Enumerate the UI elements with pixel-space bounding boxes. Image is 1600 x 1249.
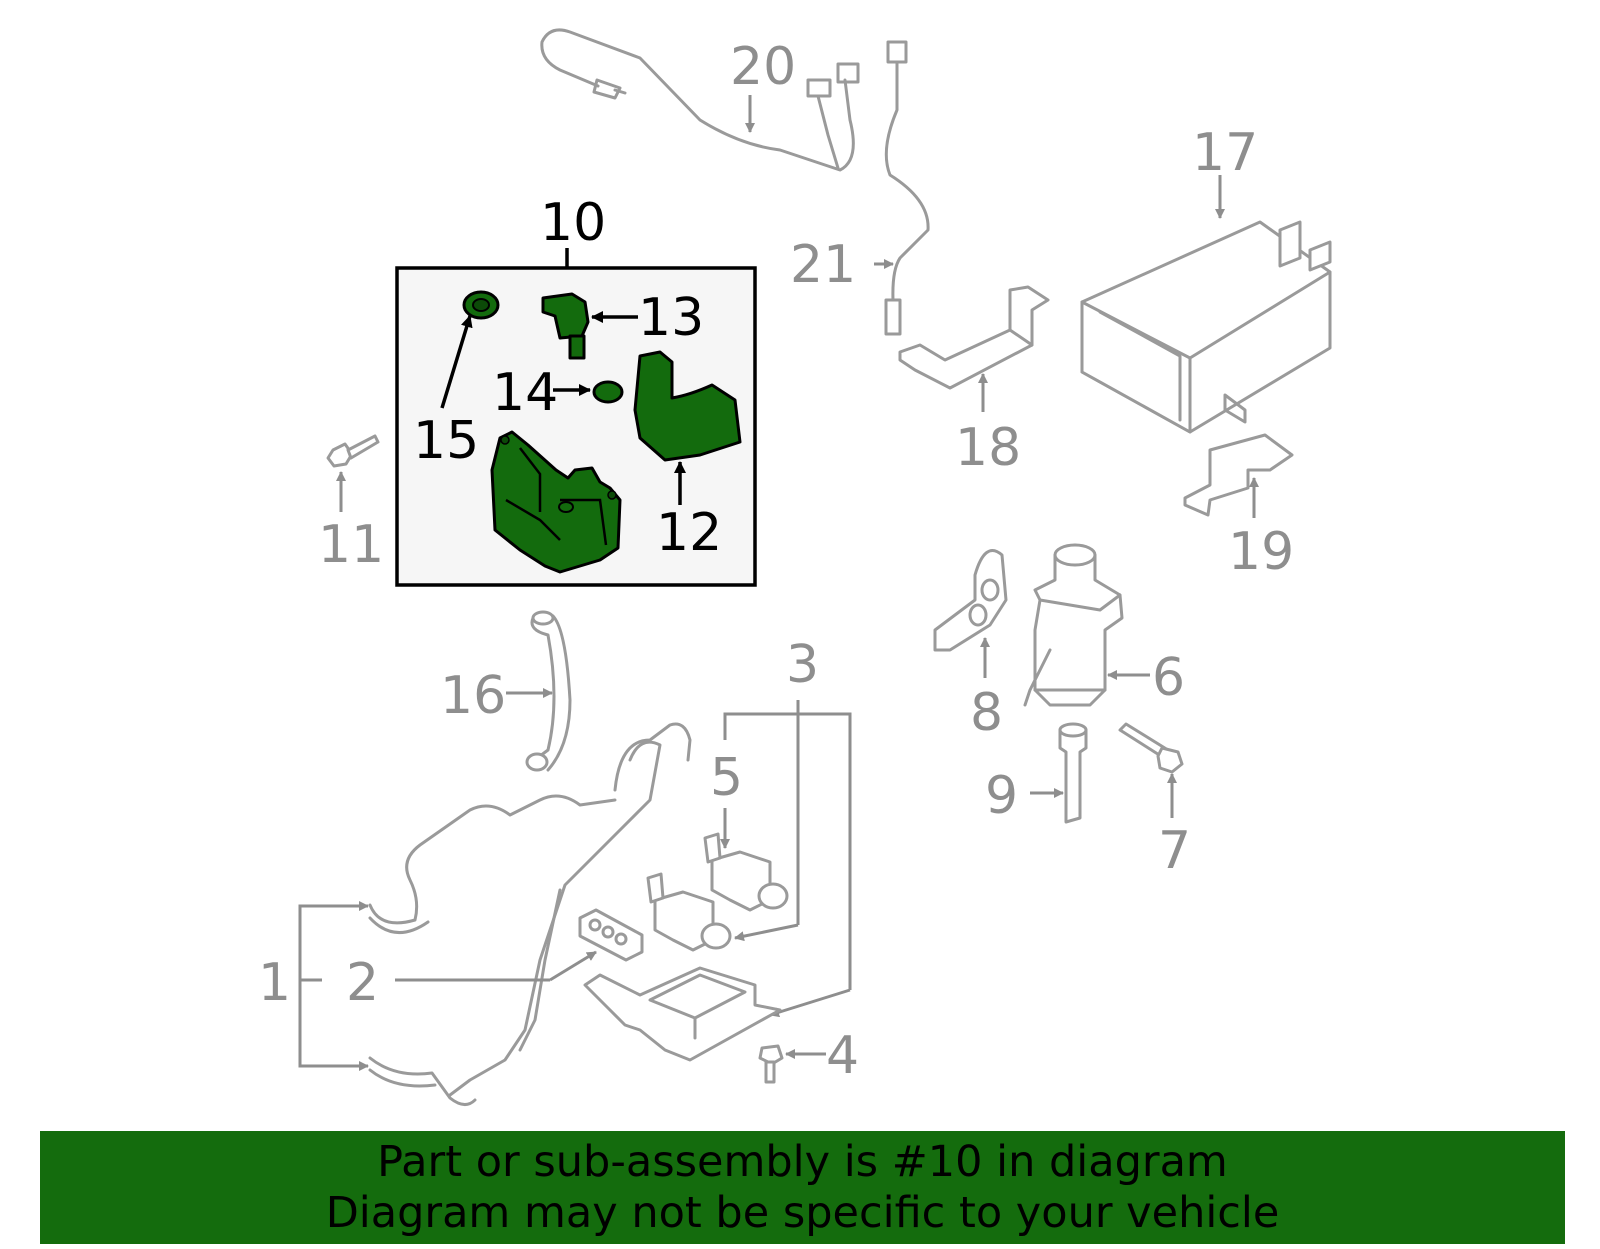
callout-14: 14 — [492, 363, 558, 423]
part-9-pipe — [1058, 722, 1088, 824]
part-20-wire-harness — [540, 28, 860, 172]
notice-banner: Part or sub-assembly is #10 in diagram D… — [40, 1131, 1565, 1244]
part-21-sensor-wire — [884, 40, 930, 336]
part-7-bolt — [1118, 722, 1184, 774]
callout-5: 5 — [710, 748, 743, 808]
callout-9: 9 — [985, 766, 1018, 826]
part-19-bracket — [1183, 433, 1294, 517]
part-3-bracket — [583, 966, 782, 1062]
part-1-hoses — [368, 722, 692, 1106]
leader-3-bracket — [723, 712, 852, 990]
callout-6: 6 — [1152, 648, 1185, 708]
leader-3b — [769, 988, 851, 1018]
part-5-solenoid — [703, 832, 789, 912]
part-16-hose — [525, 610, 572, 772]
part-17-canister — [1080, 220, 1332, 434]
part-2-connector — [578, 908, 644, 962]
callout-12: 12 — [656, 503, 722, 563]
part-3-solenoid — [646, 872, 732, 952]
callout-8: 8 — [970, 683, 1003, 743]
callout-21: 21 — [790, 235, 856, 295]
callout-3: 3 — [786, 635, 819, 695]
callout-19: 19 — [1228, 522, 1294, 582]
leader-2b — [549, 950, 597, 982]
part-10-housing[interactable] — [490, 430, 622, 574]
part-4-bolt — [758, 1044, 784, 1084]
callout-15: 15 — [413, 411, 479, 471]
leader-3a — [734, 923, 799, 942]
part-8-gasket — [933, 549, 1008, 652]
part-11-bolt — [326, 434, 380, 468]
callout-4: 4 — [826, 1026, 859, 1086]
callout-13: 13 — [638, 288, 704, 348]
part-14-o-ring[interactable] — [592, 380, 624, 404]
part-6-egr-valve — [1023, 543, 1124, 707]
part-13-valve[interactable] — [541, 292, 590, 360]
part-18-bracket — [898, 285, 1050, 390]
leader-15 — [440, 315, 473, 409]
callout-20: 20 — [730, 37, 796, 97]
callout-7: 7 — [1158, 821, 1191, 881]
callout-1: 1 — [258, 953, 291, 1013]
callout-18: 18 — [955, 418, 1021, 478]
part-15-seal[interactable] — [462, 290, 500, 320]
callout-2: 2 — [346, 953, 379, 1013]
banner-line-1: Part or sub-assembly is #10 in diagram — [377, 1136, 1228, 1187]
callout-16: 16 — [440, 666, 506, 726]
callout-11: 11 — [318, 515, 384, 575]
callout-10: 10 — [540, 193, 606, 253]
part-12-cover[interactable] — [633, 350, 742, 462]
callout-17: 17 — [1192, 123, 1258, 183]
banner-line-2: Diagram may not be specific to your vehi… — [325, 1187, 1280, 1238]
